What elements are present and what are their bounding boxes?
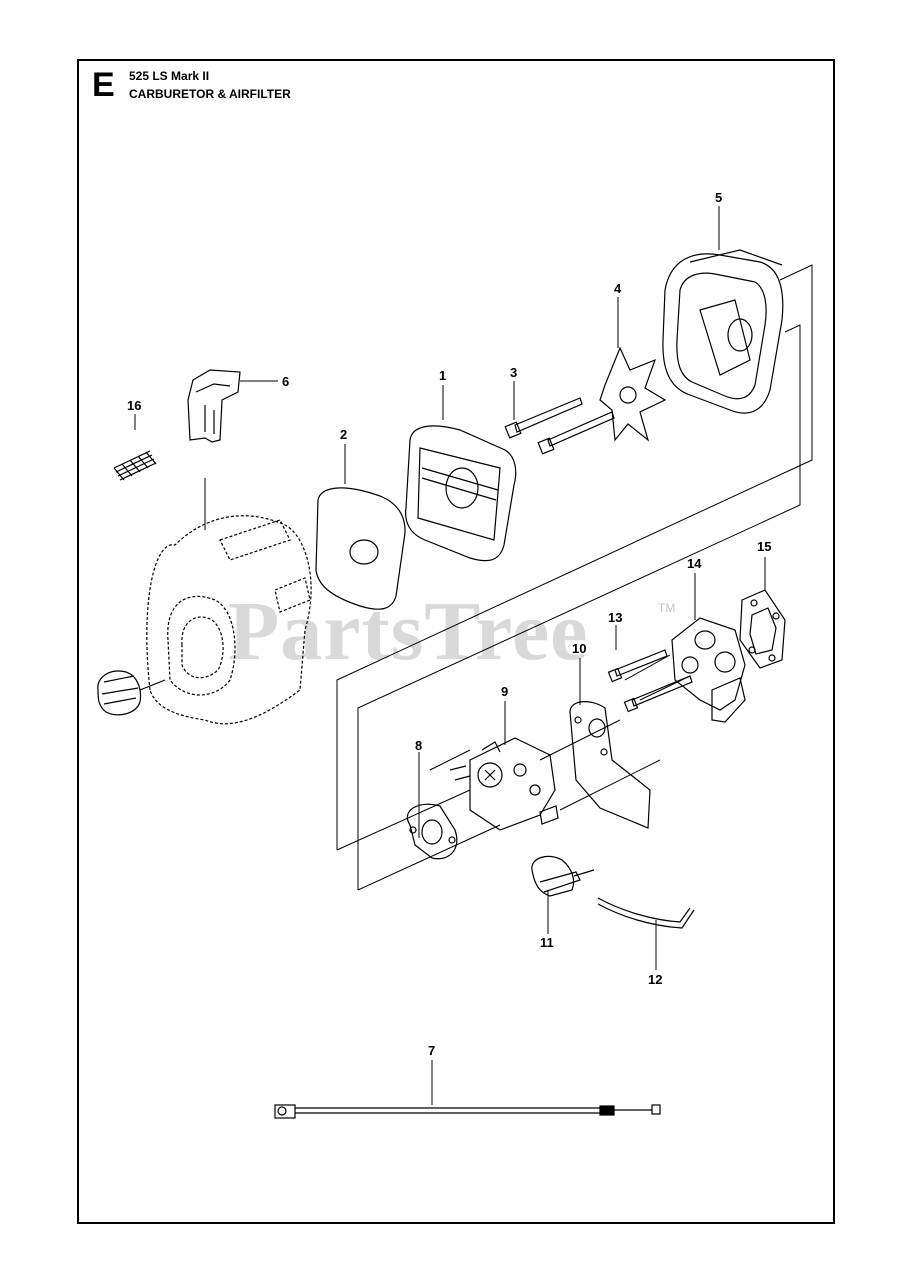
- callout-8: 8: [415, 738, 422, 753]
- part-14-manifold: [671, 617, 746, 723]
- part-3-screws: [504, 397, 615, 455]
- callout-leaders: [134, 206, 766, 1105]
- watermark: PartsTree: [228, 585, 589, 678]
- part-8-gasket: [406, 803, 458, 860]
- callout-10: 10: [572, 641, 586, 656]
- part-1-filter-holder: [405, 425, 517, 562]
- callout-3: 3: [510, 365, 517, 380]
- part-7-cable: [274, 1104, 661, 1119]
- callout-6: 6: [282, 374, 289, 389]
- callout-13: 13: [608, 610, 622, 625]
- callout-7: 7: [428, 1043, 435, 1058]
- callout-1: 1: [439, 368, 446, 383]
- callout-4: 4: [614, 281, 622, 296]
- part-5-housing: [662, 249, 784, 414]
- part-16-spring: [113, 450, 157, 481]
- callout-2: 2: [340, 427, 347, 442]
- callout-14: 14: [687, 556, 702, 571]
- part-6-trigger: [187, 369, 241, 443]
- callout-9: 9: [501, 684, 508, 699]
- part-15-gasket: [739, 589, 786, 669]
- part-9-carburetor: [449, 737, 559, 831]
- callout-11: 11: [540, 935, 554, 950]
- part-2-filter-foam: [315, 487, 406, 610]
- model-name: 525 LS Mark II: [129, 69, 210, 83]
- watermark-tm: TM: [658, 601, 676, 615]
- diagram-frame: [77, 59, 835, 1224]
- part-13-bolts: [607, 649, 693, 713]
- callout-16: 16: [127, 398, 141, 413]
- assembly-lines: [336, 264, 813, 891]
- diagram-title: CARBURETOR & AIRFILTER: [129, 87, 291, 101]
- callout-12: 12: [648, 972, 662, 987]
- part-10-plate: [569, 701, 651, 829]
- section-letter: E: [92, 66, 115, 104]
- callout-numbers: 1 2 3 4 5 6 7 8 9 10 11 12 13 14 15 16: [127, 190, 771, 1058]
- callout-5: 5: [715, 190, 722, 205]
- engine-cover: [146, 515, 312, 725]
- callout-15: 15: [757, 539, 771, 554]
- part-4-choke: [599, 346, 667, 442]
- part-12-fuel-hose: [597, 897, 695, 929]
- cover-knob: [97, 670, 166, 716]
- part-11-primer: [531, 855, 595, 897]
